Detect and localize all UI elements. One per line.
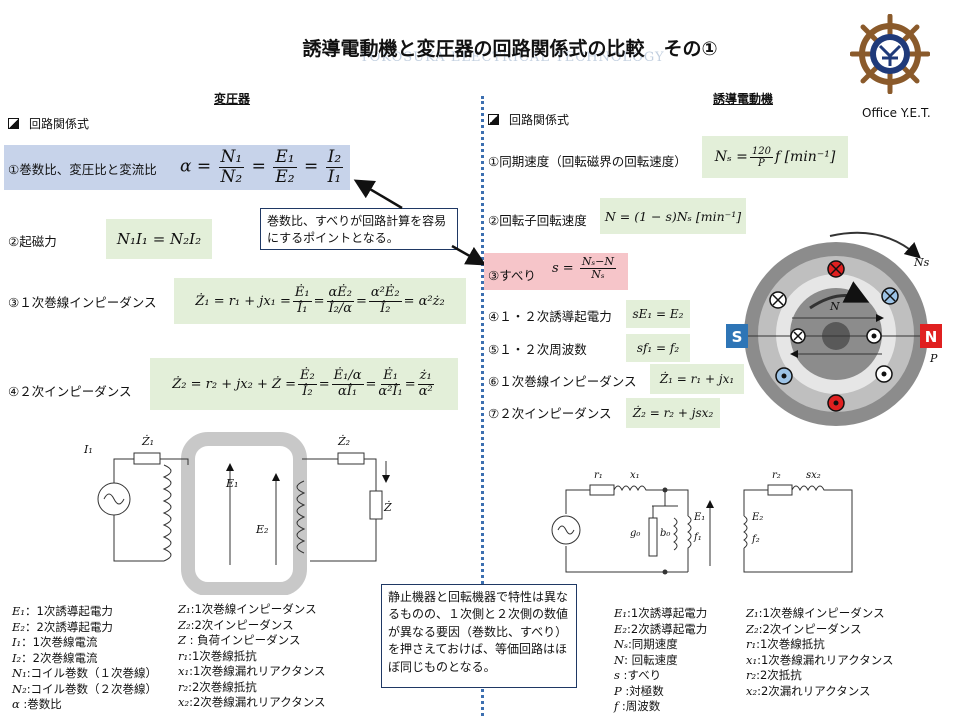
slip-highlight [484, 253, 628, 290]
center-divider [481, 96, 484, 716]
rotor-speed-label: ②回転子回転速度 [488, 213, 587, 228]
motor-secondary-impedance-label: ⑦２次インピーダンス [488, 406, 612, 421]
p-label: P [930, 352, 938, 365]
svg-text:r₂: r₂ [772, 470, 781, 481]
watermark-text: YOKOSUKA ELECTRICAL TECHNOLOGY [360, 50, 665, 65]
svg-text:g₀: g₀ [630, 528, 640, 539]
svg-text:I₁: I₁ [83, 443, 93, 456]
motor-primary-impedance-formula: Ż₁ = r₁ + jx₁ [650, 364, 744, 394]
motor-secondary-impedance-formula: Ż₂ = r₂ + jsx₂ [626, 398, 720, 428]
page-title: 誘導電動機と変圧器の回路関係式の比較 その① [302, 38, 718, 60]
mmf-label: ②起磁力 [8, 234, 57, 249]
office-name: Office Y.E.T. [862, 106, 931, 120]
sync-speed-label: ①同期速度（回転磁界の回転速度） [488, 154, 687, 169]
freq-label: ⑤１・２次周波数 [488, 342, 587, 357]
motor-primary-impedance-label: ⑥１次巻線インピーダンス [488, 374, 637, 389]
svg-text:f₁: f₁ [693, 532, 702, 543]
motor-heading: 誘導電動機 [713, 92, 774, 106]
svg-text:x₁: x₁ [630, 470, 640, 481]
n-rotor-label: N [830, 300, 840, 313]
note-bottom: 静止機器と回転機器で特性は異なるものの、１次側と２次側の数値が異なる要因（巻数比… [381, 584, 577, 688]
legend-left-b: Z₁:1次巻線インピーダンス Z₂:2次インピーダンス Z : 負荷インピーダン… [178, 602, 326, 709]
svg-text:E₂: E₂ [751, 512, 763, 523]
emf-label: ④１・２次誘導起電力 [488, 309, 612, 324]
primary-impedance-label: ③１次巻線インピーダンス [8, 295, 157, 310]
svg-text:E₁: E₁ [693, 512, 705, 523]
legend-left-a: E₁：1次誘導起電力 E₂：2次誘導起電力 I₁：1次巻線電流 I₂：2次巻線電… [12, 604, 158, 711]
motor-section: 回路関係式 [488, 111, 569, 128]
svg-text:Ż₁: Ż₁ [141, 434, 154, 448]
svg-text:b₀: b₀ [660, 528, 670, 539]
turns-ratio-label: ①巻数比、変圧比と変流比 [8, 162, 157, 177]
mmf-formula: N₁I₁ = N₂I₂ [106, 219, 212, 259]
note-arrows [353, 179, 487, 266]
svg-text:f₂: f₂ [751, 534, 760, 545]
svg-text:Ż: Ż [383, 500, 392, 514]
svg-text:r₁: r₁ [594, 470, 603, 481]
south-pole-label: S [731, 328, 743, 346]
emf-formula: sE₁ = E₂ [626, 300, 690, 328]
svg-text:E₁: E₁ [225, 477, 238, 490]
secondary-impedance-label: ④２次インピーダンス [8, 384, 132, 399]
transformer-heading: 変圧器 [214, 92, 251, 106]
legend-right-a: E₁:1次誘導起電力 E₂:2次誘導起電力 Nₛ:同期速度 N: 回転速度 s … [614, 606, 708, 713]
motor-circuit: r₁ x₁ g₀ b₀ E₁ f₁ r₂ sx₂ E₂ f₂ [551, 470, 853, 575]
freq-formula: sf₁ = f₂ [626, 334, 690, 362]
north-pole-label: N [924, 328, 938, 346]
rotor-speed-formula: N = (1 − s)Nₛ [min⁻¹] [600, 198, 746, 234]
transformer-section: 回路関係式 [8, 115, 89, 132]
svg-text:Ż₂: Ż₂ [337, 434, 350, 448]
slip-label: ③すべり [488, 268, 536, 283]
note-top: 巻数比、すべりが回路計算を容易にするポイントとなる。 [260, 208, 458, 250]
legend-right-b: Z₁:1次巻線インピーダンス Z₂:2次インピーダンス r₁:1次巻線抵抗 x₁… [746, 606, 894, 698]
motor-diagram [726, 231, 942, 426]
ship-wheel-logo [850, 14, 930, 94]
svg-text:E₂: E₂ [255, 523, 268, 536]
ns-label: Ns [914, 256, 930, 269]
svg-text:sx₂: sx₂ [806, 470, 821, 481]
